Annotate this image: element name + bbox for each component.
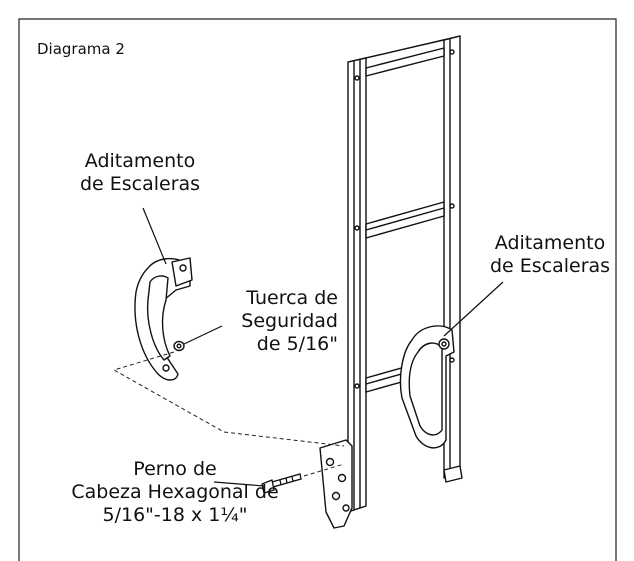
ladder xyxy=(347,35,463,513)
callout-hex-bolt: Perno de Cabeza Hexagonal de 5/16"-18 x … xyxy=(62,458,288,526)
callout-bracket-right-line1: Aditamento xyxy=(494,232,606,254)
callout-lock-nut-line3: de 5/16" xyxy=(256,332,338,355)
callout-bracket-left-line2: de Escaleras xyxy=(79,172,201,195)
callout-lock-nut: Tuerca de Seguridad de 5/16" xyxy=(196,287,338,355)
diagram-frame xyxy=(18,18,617,561)
callout-lock-nut-line1: Tuerca de xyxy=(246,287,338,309)
callout-lock-nut-line2: Seguridad xyxy=(241,309,338,332)
assembly-dashed-path xyxy=(112,351,345,477)
callout-bracket-right-line2: de Escaleras xyxy=(489,254,611,277)
callout-hex-bolt-line2: Cabeza Hexagonal de xyxy=(71,480,279,503)
mounting-plate xyxy=(319,439,353,529)
callout-bracket-left-line1: Aditamento xyxy=(84,150,196,172)
hex-bolt xyxy=(261,473,302,494)
ladder-attachment-right xyxy=(399,325,455,449)
ladder-attachment-left xyxy=(134,257,193,381)
callout-bracket-left: Aditamento de Escaleras xyxy=(55,150,225,196)
leader-lines xyxy=(142,207,504,487)
callout-bracket-right: Aditamento de Escaleras xyxy=(470,232,630,278)
callout-hex-bolt-line3: 5/16"-18 x 1¼" xyxy=(102,503,248,526)
diagram-title: Diagrama 2 xyxy=(37,40,125,58)
callout-hex-bolt-line1: Perno de xyxy=(133,458,217,480)
